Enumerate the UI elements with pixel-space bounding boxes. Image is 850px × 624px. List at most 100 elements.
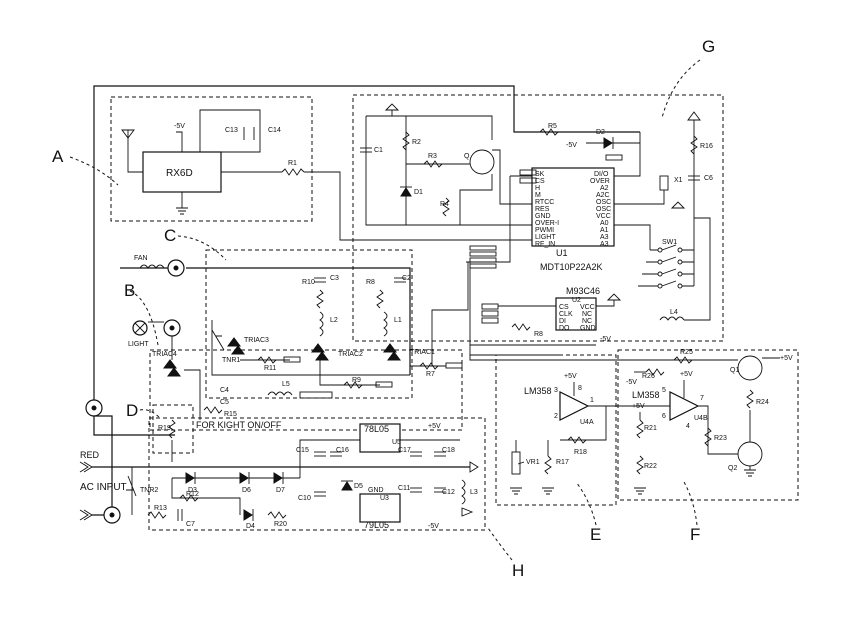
r11-resistor (257, 356, 277, 364)
vcc-arrow-icon (384, 103, 400, 116)
block-h-power (148, 417, 486, 531)
triac3-symbol: TRIAC3 (227, 337, 269, 355)
r19-label: R19 (158, 425, 171, 432)
conn-r11 (283, 356, 301, 363)
r7-label: R7 (426, 371, 435, 378)
mcu-pin-osc1: OSC (596, 199, 611, 206)
c10-label: C10 (298, 495, 311, 502)
opamp-e-ref: U4A (580, 419, 594, 426)
mcu-pin-over: OVER (590, 178, 610, 185)
lamp-cross (134, 322, 146, 334)
eeprom-chip (555, 297, 597, 331)
l1-label: L1 (394, 317, 402, 324)
terminal-l-inner (91, 405, 97, 411)
r15-resistor (203, 406, 223, 414)
r24-label: R24 (756, 399, 769, 406)
r19-resistor (168, 419, 176, 439)
mcu-pin-a3a: A3 (600, 234, 609, 241)
mcu-right-pins: DI/O OVER A2 A2C OSC OSC VCC A0 A1 A3 A3 (590, 171, 611, 248)
tnr1-varistor (211, 329, 225, 351)
ee-pin-di: DI (559, 318, 566, 325)
wire-dio (614, 143, 641, 177)
leader-h (487, 527, 513, 561)
mcu-chip (531, 167, 615, 247)
gnd-arrow-icon (461, 507, 474, 517)
h-minus5v: -5V (428, 523, 439, 530)
wire-u4b-out (698, 405, 738, 455)
r20-resistor (267, 511, 287, 519)
opamp-f-label: LM358 (632, 390, 660, 400)
leader-c (177, 235, 227, 261)
conn-ee-clk (481, 310, 499, 317)
block-c-triacs (205, 249, 413, 399)
triac3-label: TRIAC3 (244, 337, 269, 344)
callout-h: H (512, 561, 524, 580)
reg-78l05-ref: U5 (392, 439, 401, 446)
x1-label: X1 (674, 177, 683, 184)
d1-label: D1 (414, 189, 423, 196)
r21-label: R21 (644, 425, 657, 432)
mcu-pin-light: LIGHT (535, 234, 556, 241)
ee-pin-clk: CLK (559, 311, 573, 318)
pin-f-5: 5 (662, 387, 666, 394)
r7-resistor (419, 362, 439, 370)
r1-resistor (281, 168, 305, 176)
vr1-pot (511, 451, 521, 475)
wire-c4-c5 (184, 369, 201, 420)
conn-e (519, 169, 537, 176)
r25-label: R25 (680, 349, 693, 356)
c2-label: C2 (402, 275, 411, 282)
block-a-receiver (110, 96, 313, 222)
mcu-left-pins: SK CS H M RTCC RES GND OVER-I PWMI LIGHT… (535, 171, 559, 248)
r22-ground-icon (634, 487, 646, 495)
r8c-label: R8 (366, 279, 375, 286)
wire-e-inputs (469, 345, 560, 356)
callout-e: E (590, 525, 601, 544)
light-terminal-dot (169, 325, 175, 331)
opamp-e-label: LM358 (524, 386, 552, 396)
g-minus5v-2: -5V (600, 336, 611, 343)
q2-ground-icon (744, 466, 756, 477)
triac4-symbol: TRIAC4 (152, 351, 181, 377)
r3-label: R3 (428, 153, 437, 160)
mcu-pin-rf-in: RF_IN (535, 241, 555, 248)
d6-diode (239, 472, 249, 484)
sw-contact-2b (677, 259, 683, 265)
d7-diode (273, 472, 283, 484)
l4-label: L4 (670, 309, 678, 316)
conn-c (469, 257, 497, 263)
wire-r25 (469, 355, 738, 361)
opamp-u4a (559, 391, 590, 421)
d2-label: D2 (596, 129, 605, 136)
block-b-light (149, 349, 463, 431)
r25-resistor (673, 356, 693, 364)
q-label: Q (464, 153, 470, 160)
wire-rtcc (492, 149, 532, 205)
r3-resistor (423, 160, 443, 168)
r22-label: R22 (644, 463, 657, 470)
ee-pin-gnd: GND (580, 325, 596, 332)
mcu-pin-a3b: A3 (600, 241, 609, 248)
triac1-icon (383, 343, 401, 361)
r20-label: R20 (274, 521, 287, 528)
vr1-ground-icon (510, 487, 522, 495)
leader-b (129, 290, 159, 346)
tnr2-varistor (126, 475, 137, 497)
triac2-symbol: TRIAC2 (311, 343, 363, 361)
conn-ee-di (481, 317, 499, 324)
conn-f (519, 177, 537, 184)
mcu-pin-m: M (535, 192, 541, 199)
wire-top-rail (366, 115, 493, 140)
r8c-resistor (376, 289, 384, 309)
pin-f-4: 4 (686, 423, 690, 430)
conn-d (469, 263, 497, 269)
sw-blades (638, 240, 695, 287)
r10-label: R10 (302, 279, 315, 286)
c16-label: C16 (336, 447, 349, 454)
conn-r9 (375, 381, 393, 388)
wire-reset-rail (365, 116, 532, 226)
c7-label: C7 (186, 521, 195, 528)
wire-light-feed (93, 408, 175, 436)
block-f-overheat (617, 349, 799, 501)
pin-e-1: 1 (590, 397, 594, 404)
